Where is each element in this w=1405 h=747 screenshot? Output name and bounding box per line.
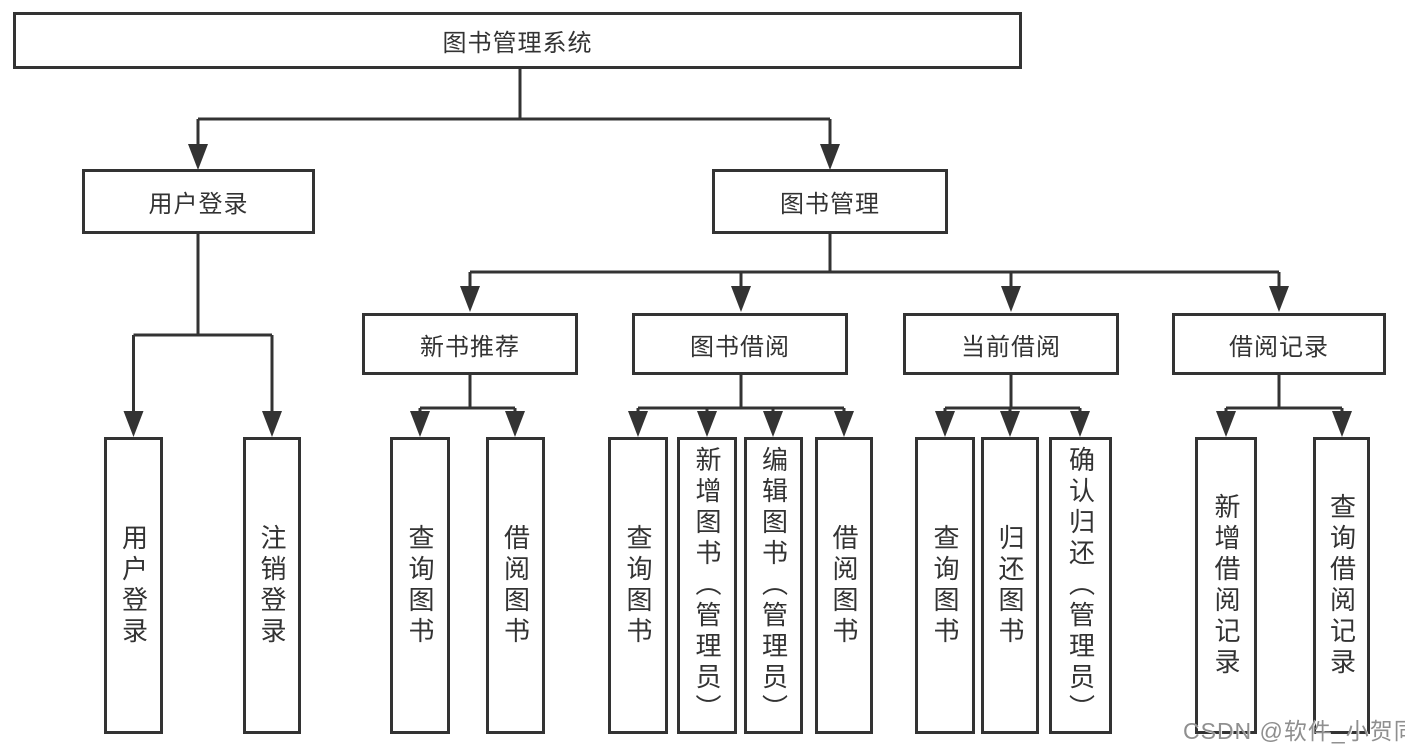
arrow-head <box>763 411 783 437</box>
arrow-head <box>1000 411 1020 437</box>
arrow-head <box>731 286 751 312</box>
node-label: 查询图书 <box>405 523 435 648</box>
node-book-borrowing: 图书借阅 <box>632 313 848 375</box>
leaf-query-borrow-record: 查询借阅记录 <box>1313 437 1370 734</box>
node-label: 借阅图书 <box>829 523 859 648</box>
node-label: 新增图书（管理员） <box>692 446 722 725</box>
leaf-query-books: 查询图书 <box>390 437 450 734</box>
node-label: 查询图书 <box>623 523 653 648</box>
node-label: 注销登录 <box>257 523 287 648</box>
arrow-head <box>820 144 840 170</box>
arrow-heads <box>123 144 1352 437</box>
node-label: 归还图书 <box>995 523 1025 648</box>
arrow-head <box>123 411 144 437</box>
node-book-management: 图书管理 <box>712 169 948 234</box>
arrow-head <box>935 411 955 437</box>
node-current-borrowing: 当前借阅 <box>903 313 1119 375</box>
arrow-head <box>1001 286 1021 312</box>
node-label: 图书管理系统 <box>442 30 593 57</box>
arrow-head <box>410 411 430 437</box>
arrow-head <box>834 411 854 437</box>
arrow-head <box>505 411 525 437</box>
arrow-head <box>628 411 648 437</box>
node-library-system: 图书管理系统 <box>13 12 1022 69</box>
node-new-book-recommend: 新书推荐 <box>362 313 578 375</box>
leaf-confirm-return-admin: 确认归还（管理员） <box>1049 437 1112 734</box>
leaf-query-books: 查询图书 <box>915 437 975 734</box>
leaf-add-borrow-record: 新增借阅记录 <box>1195 437 1257 734</box>
node-label: 用户登录 <box>148 191 249 218</box>
node-label: 用户登录 <box>118 523 149 648</box>
arrow-head <box>1070 411 1090 437</box>
leaf-logout-login: 注销登录 <box>243 437 301 734</box>
leaf-borrow-books: 借阅图书 <box>486 437 545 734</box>
arrow-head <box>1216 411 1236 437</box>
leaf-add-book-admin: 新增图书（管理员） <box>677 437 737 734</box>
arrow-head <box>188 144 208 170</box>
arrow-head <box>1332 411 1352 437</box>
node-label: 当前借阅 <box>961 333 1061 361</box>
leaf-edit-book-admin: 编辑图书（管理员） <box>744 437 803 734</box>
csdn-watermark: CSDN @软件_小贺同学 <box>1183 718 1405 744</box>
arrow-head <box>262 411 282 437</box>
node-label: 借阅记录 <box>1229 333 1329 361</box>
leaf-user-login: 用户登录 <box>104 437 163 734</box>
node-label: 查询借阅记录 <box>1326 492 1357 679</box>
node-label: 新书推荐 <box>420 333 520 361</box>
node-user-login: 用户登录 <box>82 169 315 234</box>
node-label: 图书借阅 <box>690 333 790 361</box>
node-label: 查询图书 <box>930 523 960 648</box>
node-label: 新增借阅记录 <box>1211 492 1241 679</box>
arrow-head <box>1269 286 1289 312</box>
arrow-head <box>460 286 480 312</box>
arrow-head <box>697 411 717 437</box>
node-label: 借阅图书 <box>500 523 531 648</box>
leaf-borrow-books: 借阅图书 <box>815 437 873 734</box>
node-borrowing-records: 借阅记录 <box>1172 313 1386 375</box>
node-label: 确认归还（管理员） <box>1065 446 1096 725</box>
leaf-query-books: 查询图书 <box>608 437 668 734</box>
node-label: 图书管理 <box>780 191 880 218</box>
node-label: 编辑图书（管理员） <box>758 446 789 725</box>
leaf-return-books: 归还图书 <box>981 437 1039 734</box>
